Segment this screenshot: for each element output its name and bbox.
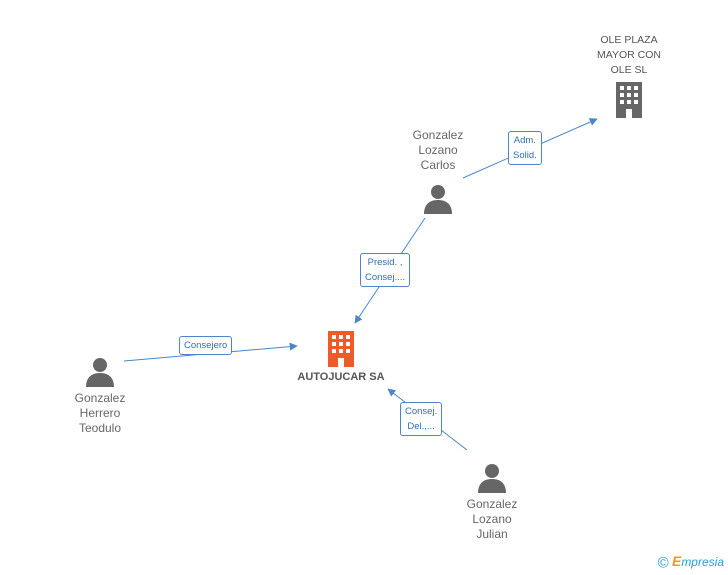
node-autojucar-sa[interactable]: AUTOJUCAR SA xyxy=(286,331,396,383)
main-company-name: AUTOJUCAR SA xyxy=(297,371,385,383)
edge-label-presid-consej[interactable]: Presid. , Consej.... xyxy=(360,253,411,287)
julian-name: Gonzalez Lozano Julian xyxy=(466,497,518,541)
edge-label-consej-del[interactable]: Consej. Del.,... xyxy=(400,402,443,436)
edge-label-adm-solid[interactable]: Adm. Solid. xyxy=(508,131,542,165)
building-icon xyxy=(328,331,354,367)
building-icon xyxy=(616,82,642,118)
node-gonzalez-lozano-julian[interactable]: Gonzalez Lozano Julian xyxy=(452,463,532,542)
brand-logo-text: mpresia xyxy=(681,554,724,569)
node-gonzalez-herrero-teodulo[interactable]: Gonzalez Herrero Teodulo xyxy=(60,357,140,436)
brand-logo-e: E xyxy=(671,552,682,569)
edge-label-consejero[interactable]: Consejero xyxy=(179,336,233,355)
node-gonzalez-lozano-carlos[interactable]: Gonzalez Lozano Carlos xyxy=(398,128,478,214)
person-icon xyxy=(478,464,506,493)
teodulo-name: Gonzalez Herrero Teodulo xyxy=(74,391,126,435)
copyright-symbol: © xyxy=(657,554,669,571)
carlos-name: Gonzalez Lozano Carlos xyxy=(412,128,464,172)
person-icon xyxy=(86,358,114,387)
empresia-watermark: © Empresia xyxy=(658,553,724,571)
ole-plaza-name: OLE PLAZA MAYOR CON OLE SL xyxy=(597,34,661,76)
node-ole-plaza[interactable]: OLE PLAZA MAYOR CON OLE SL xyxy=(584,33,674,118)
person-icon xyxy=(424,185,452,214)
